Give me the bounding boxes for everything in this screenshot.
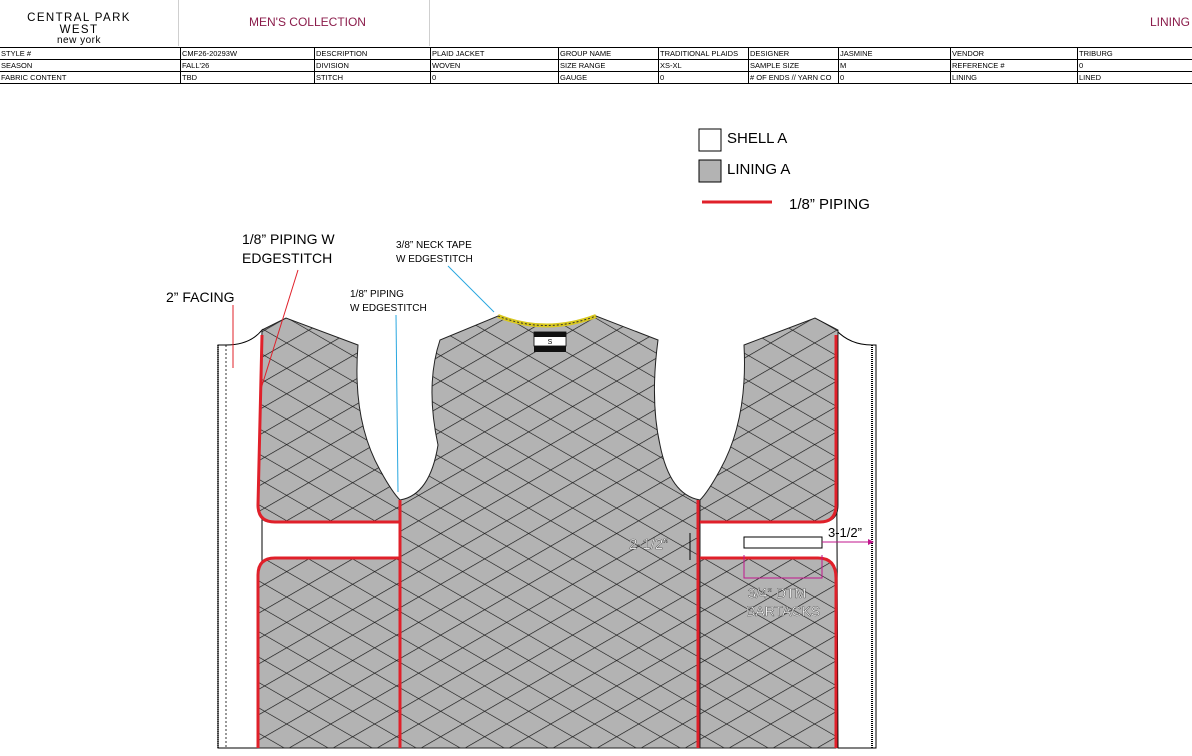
callout-bartacks-line2: BARTACKS — [746, 603, 820, 619]
spec-value: TBD — [180, 72, 314, 83]
spec-value: 0 — [658, 72, 748, 83]
collection-title: MEN'S COLLECTION — [249, 15, 366, 29]
callout-neck-tape-line1: 3/8” NECK TAPE — [396, 240, 472, 251]
legend-lining-swatch — [698, 159, 722, 183]
spec-label: SEASON — [1, 61, 33, 70]
spec-label: VENDOR — [950, 48, 1077, 59]
spec-label: REFERENCE # — [950, 60, 1077, 71]
legend-piping-label: 1/8” PIPING — [789, 196, 870, 213]
header-divider — [429, 0, 430, 46]
header: CENTRAL PARK WEST new york MEN'S COLLECT… — [0, 0, 1192, 46]
spec-label: FABRIC CONTENT — [1, 73, 67, 82]
spec-label: STITCH — [314, 72, 430, 83]
spec-label: DIVISION — [314, 60, 430, 71]
callouts: 2” FACING 1/8” PIPING W EDGESTITCH 1/8” … — [166, 231, 874, 619]
arrow-right-icon — [868, 539, 874, 545]
spec-value: XS-XL — [658, 60, 748, 71]
back-panel — [398, 314, 701, 749]
callout-facing: 2” FACING — [166, 289, 234, 305]
right-front-upper-panel — [699, 317, 839, 524]
spec-label: DESCRIPTION — [314, 48, 430, 59]
brand-subtitle: new york — [56, 35, 101, 46]
spec-value: CMF26-20293W — [180, 48, 314, 59]
spec-value: PLAID JACKET — [430, 48, 558, 59]
callout-neck-tape-line2: W EDGESTITCH — [396, 254, 473, 265]
legend: SHELL A LINING A 1/8” PIPING — [698, 128, 870, 213]
spec-label: GAUGE — [558, 72, 658, 83]
neck-tape-leader — [447, 265, 495, 313]
neck-label-size: S — [548, 339, 553, 346]
spec-value: FALL'26 — [180, 60, 314, 71]
callout-piping-edge-line1: 1/8” PIPING W — [242, 231, 335, 247]
spec-label: # OF ENDS // YARN CO — [748, 72, 838, 83]
spec-value: M — [838, 60, 950, 71]
welt-pocket — [743, 536, 823, 549]
section-title: LINING — [1149, 15, 1190, 29]
spec-value: LINED — [1077, 72, 1192, 83]
spec-value: 0 — [430, 72, 558, 83]
brand-name: CENTRAL PARK WEST — [27, 12, 131, 36]
neck-label: S — [533, 331, 567, 352]
piping-edge-leader — [259, 269, 299, 393]
legend-lining-label: LINING A — [727, 161, 790, 178]
callout-pocket-height: 2-1/2” — [629, 536, 668, 553]
legend-shell-swatch — [698, 128, 722, 152]
callout-piping-small-line1: 1/8” PIPING — [350, 289, 404, 300]
spec-label: GROUP NAME — [558, 48, 658, 59]
left-front-upper-panel — [256, 317, 401, 524]
callout-bartacks-line1: 3/4” DTM — [748, 585, 806, 601]
brand-logo: CENTRAL PARK WEST new york — [14, 12, 144, 46]
spec-table: STYLE # CMF26-20293W DESCRIPTION PLAID J… — [0, 47, 1192, 84]
spec-value: 0 — [1077, 60, 1192, 71]
spec-value: WOVEN — [430, 60, 558, 71]
spec-label: SIZE RANGE — [558, 60, 658, 71]
left-facing — [217, 328, 263, 749]
right-facing — [835, 328, 877, 749]
spec-label: DESIGNER — [748, 48, 838, 59]
callout-piping-small-line2: W EDGESTITCH — [350, 303, 427, 314]
spec-value: JASMINE — [838, 48, 950, 59]
legend-shell-label: SHELL A — [727, 130, 787, 147]
spec-label: LINING — [950, 72, 1077, 83]
spec-value: 0 — [838, 72, 950, 83]
callout-piping-edge-line2: EDGESTITCH — [242, 250, 332, 266]
bartack-bracket — [743, 555, 823, 579]
spec-value: TRIBURG — [1077, 48, 1192, 59]
callout-pocket-width: 3-1/2” — [828, 525, 862, 540]
piping-small-leader — [395, 314, 399, 493]
right-front-lower-panel — [699, 536, 838, 749]
spec-row: STYLE # CMF26-20293W DESCRIPTION PLAID J… — [0, 47, 1192, 59]
spec-value: TRADITIONAL PLAIDS — [658, 48, 748, 59]
header-divider — [178, 0, 179, 46]
spec-row: FABRIC CONTENT TBD STITCH 0 GAUGE 0 # OF… — [0, 71, 1192, 84]
left-front-lower-panel — [256, 556, 402, 749]
spec-label: STYLE # — [1, 49, 32, 58]
spec-row: SEASON FALL'26 DIVISION WOVEN SIZE RANGE… — [0, 59, 1192, 71]
spec-label: SAMPLE SIZE — [748, 60, 838, 71]
